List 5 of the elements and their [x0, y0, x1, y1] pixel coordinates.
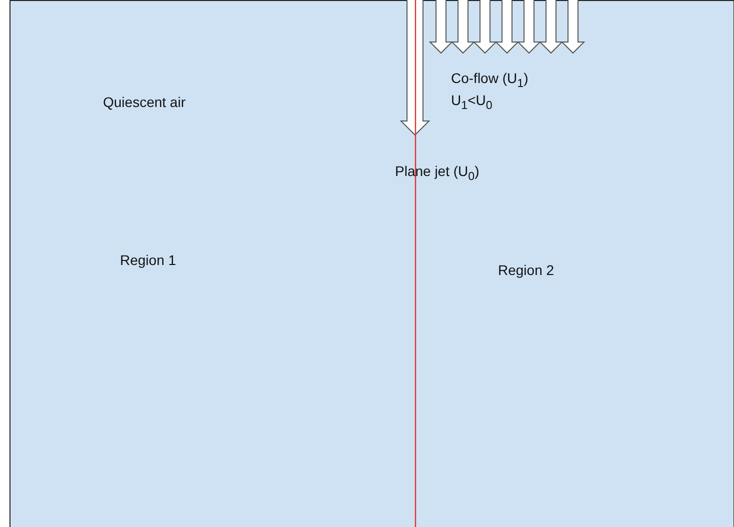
region-label: Region 1: [120, 252, 176, 269]
flow-label: Co-flow (U$_{1}$): [451, 70, 528, 92]
region-label: Quiescent air: [103, 94, 186, 111]
velocity-relation: U$_{1}$<U$_{0}$: [451, 92, 492, 114]
region-label: Region 2: [498, 262, 554, 279]
